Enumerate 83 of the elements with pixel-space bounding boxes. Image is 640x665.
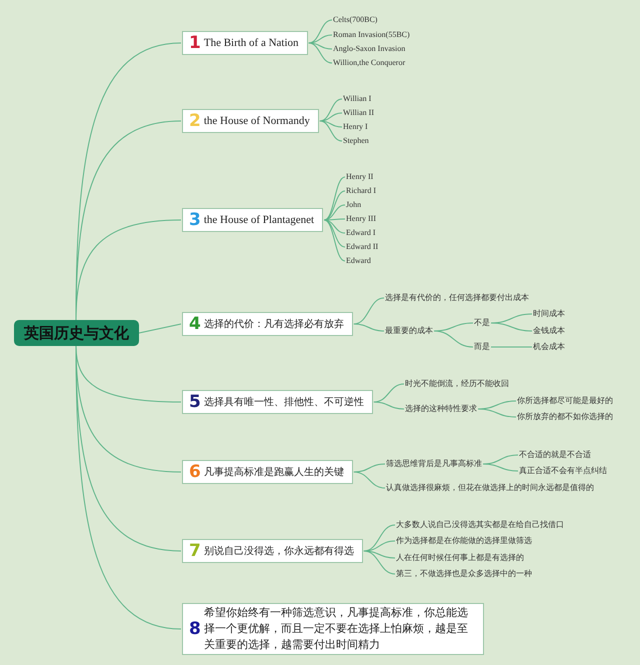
topic-title: the House of Normandy: [204, 115, 310, 127]
branch-text: 机会成本: [533, 341, 565, 353]
branch-text: 选择的这种特性要求: [405, 403, 477, 415]
topic-box: [182, 603, 484, 655]
connector-line: [490, 346, 532, 348]
branch-text: 第三，不做选择也是众多选择中的一种: [396, 568, 532, 580]
topic-number: 5: [189, 392, 201, 412]
branch-text: 大多数人说自己没得选其实都是在给自己找借口: [396, 519, 564, 531]
branch-text: Henry I: [343, 121, 368, 133]
connector-line: [353, 472, 386, 488]
connector-line: [324, 190, 346, 220]
topic-title: 希望你始终有一种筛选意识，凡事提高标准，你总能选择一个更优解，而且一定不要在选择上怕麻烦，越是至关重要的选择，越需要付出时间精力: [204, 605, 469, 653]
topic-number: 4: [189, 314, 201, 334]
branch-text: 真正合适不会有半点纠结: [519, 465, 607, 477]
branch-text: Richard I: [346, 185, 376, 197]
branch-text: 认真做选择很麻烦，但花在做选择上的时间永远都是值得的: [386, 482, 594, 494]
branch-text: Edward I: [346, 227, 376, 239]
connector-line: [482, 464, 518, 472]
branch-text: 作为选择都是在你能做的选择里做筛选: [396, 535, 532, 547]
branch-text: 不合适的就是不合适: [519, 449, 591, 461]
topic-box: [182, 539, 363, 563]
connector-line: [324, 220, 346, 234]
topic-number: 8: [189, 619, 201, 639]
connector-line: [319, 120, 342, 128]
topic-title: the House of Plantagenet: [204, 214, 314, 226]
branch-text: John: [346, 199, 362, 211]
branch-text: Celts(700BC): [333, 14, 378, 26]
topic-box: [182, 208, 324, 232]
topic-box: [182, 312, 353, 336]
connector-line: [353, 324, 384, 332]
topic-box: [182, 390, 373, 414]
topic-title: 选择具有唯一性、排他性、不可逆性: [204, 396, 364, 409]
branch-text: 不是: [474, 317, 490, 329]
branch-text: Stephen: [343, 135, 369, 147]
branch-text: 人在任何时候任何事上都是有选择的: [396, 552, 524, 564]
topic-number: 2: [189, 111, 201, 131]
connector-line: [308, 42, 332, 64]
topic-box: [182, 31, 308, 55]
branch-text: Roman Invasion(55BC): [333, 29, 410, 41]
branch-text: Edward: [346, 255, 371, 267]
central-topic-box: 英国历史与文化: [14, 320, 139, 346]
connector-line: [319, 98, 342, 122]
connector-line: [324, 176, 346, 220]
branch-text: 时光不能倒流，经历不能收回: [405, 378, 509, 390]
branch-text: 你所放弃的都不如你选择的: [517, 411, 613, 423]
topic-title: 别说自己没得选，你永远都有得选: [204, 544, 354, 558]
branch-text: 最重要的成本: [385, 325, 433, 337]
connector-line: [324, 204, 346, 220]
topic-box: [182, 109, 319, 133]
topic-title: 选择的代价：凡有选择必有放弃: [204, 318, 344, 331]
topic-number: 7: [189, 541, 201, 561]
connector-line: [319, 120, 342, 142]
topic-box: [182, 460, 353, 484]
connector-line: [308, 42, 332, 50]
connector-line: [353, 298, 384, 324]
branch-text: 你所选择都尽可能是最好的: [517, 395, 613, 407]
branch-text: Willian II: [343, 107, 374, 119]
connector-line: [373, 402, 404, 410]
branch-text: 金钱成本: [533, 325, 565, 337]
connector-line: [308, 20, 332, 44]
branch-text: Edward II: [346, 241, 378, 253]
branch-text: 时间成本: [533, 308, 565, 320]
connector-line: [138, 324, 182, 334]
branch-text: 筛选思维背后是凡事高标准: [386, 458, 482, 470]
connector-line: [490, 322, 532, 332]
branch-text: Anglo-Saxon Invasion: [333, 43, 406, 55]
topic-number: 3: [189, 210, 201, 230]
topic-number: 1: [189, 33, 201, 53]
connector-line: [478, 408, 516, 418]
connector-line: [76, 220, 182, 320]
branch-text: 选择是有代价的，任何选择都要付出成本: [385, 292, 529, 304]
topic-title: 凡事提高标准是跑赢人生的关键: [204, 466, 344, 479]
connector-line: [434, 330, 474, 348]
topic-title: The Birth of a Nation: [204, 37, 299, 49]
branch-text: Willion,the Conqueror: [333, 57, 406, 69]
branch-text: Willian I: [343, 93, 372, 105]
connector-line: [324, 220, 346, 262]
branch-text: Henry III: [346, 213, 376, 225]
branch-text: Henry II: [346, 171, 374, 183]
branch-text: 而是: [474, 341, 490, 353]
topic-number: 6: [189, 462, 201, 482]
connector-line: [363, 550, 396, 574]
connector-line: [324, 220, 346, 248]
